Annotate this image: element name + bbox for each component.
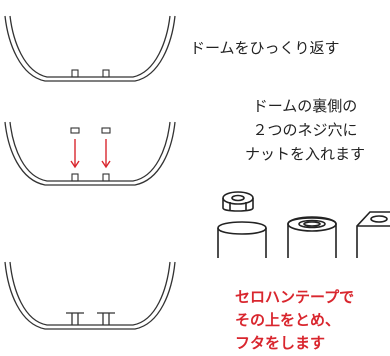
step3-line: セロハンテープで [235,288,355,306]
dome-closed-illustration [4,261,176,330]
step3-text: セロハンテープで その上をとめ、 フタをします [235,286,354,355]
bolt-icon [97,312,115,325]
nut-icon [70,127,80,134]
step1-text: ドームをひっくり返す [190,39,340,57]
step3-line: フタをします [235,334,326,352]
step2-line: ドームの裏側の [252,97,358,115]
arrow-down-icon [101,139,111,169]
dome-with-nuts-illustration [4,121,176,186]
nut-icon [222,191,254,212]
tape-roll-icon [217,221,267,258]
tape-roll-icon [287,216,337,258]
arrow-down-icon [70,139,80,169]
step2-text: ドームの裏側の ２つのネジ穴に ナットを入れます [220,94,390,166]
step2-line: ナットを入れます [244,145,365,163]
dome-flipped-illustration [4,15,176,82]
step3-line: その上をとめ、 [235,311,341,329]
tape-roll-icon [356,211,390,258]
nut-and-tape-illustration [217,191,390,258]
nut-icon [101,127,111,134]
screw-hole-icon [71,69,79,78]
screw-hole-icon [102,69,110,78]
bolt-icon [66,312,84,325]
step2-line: ２つのネジ穴に [252,121,358,139]
